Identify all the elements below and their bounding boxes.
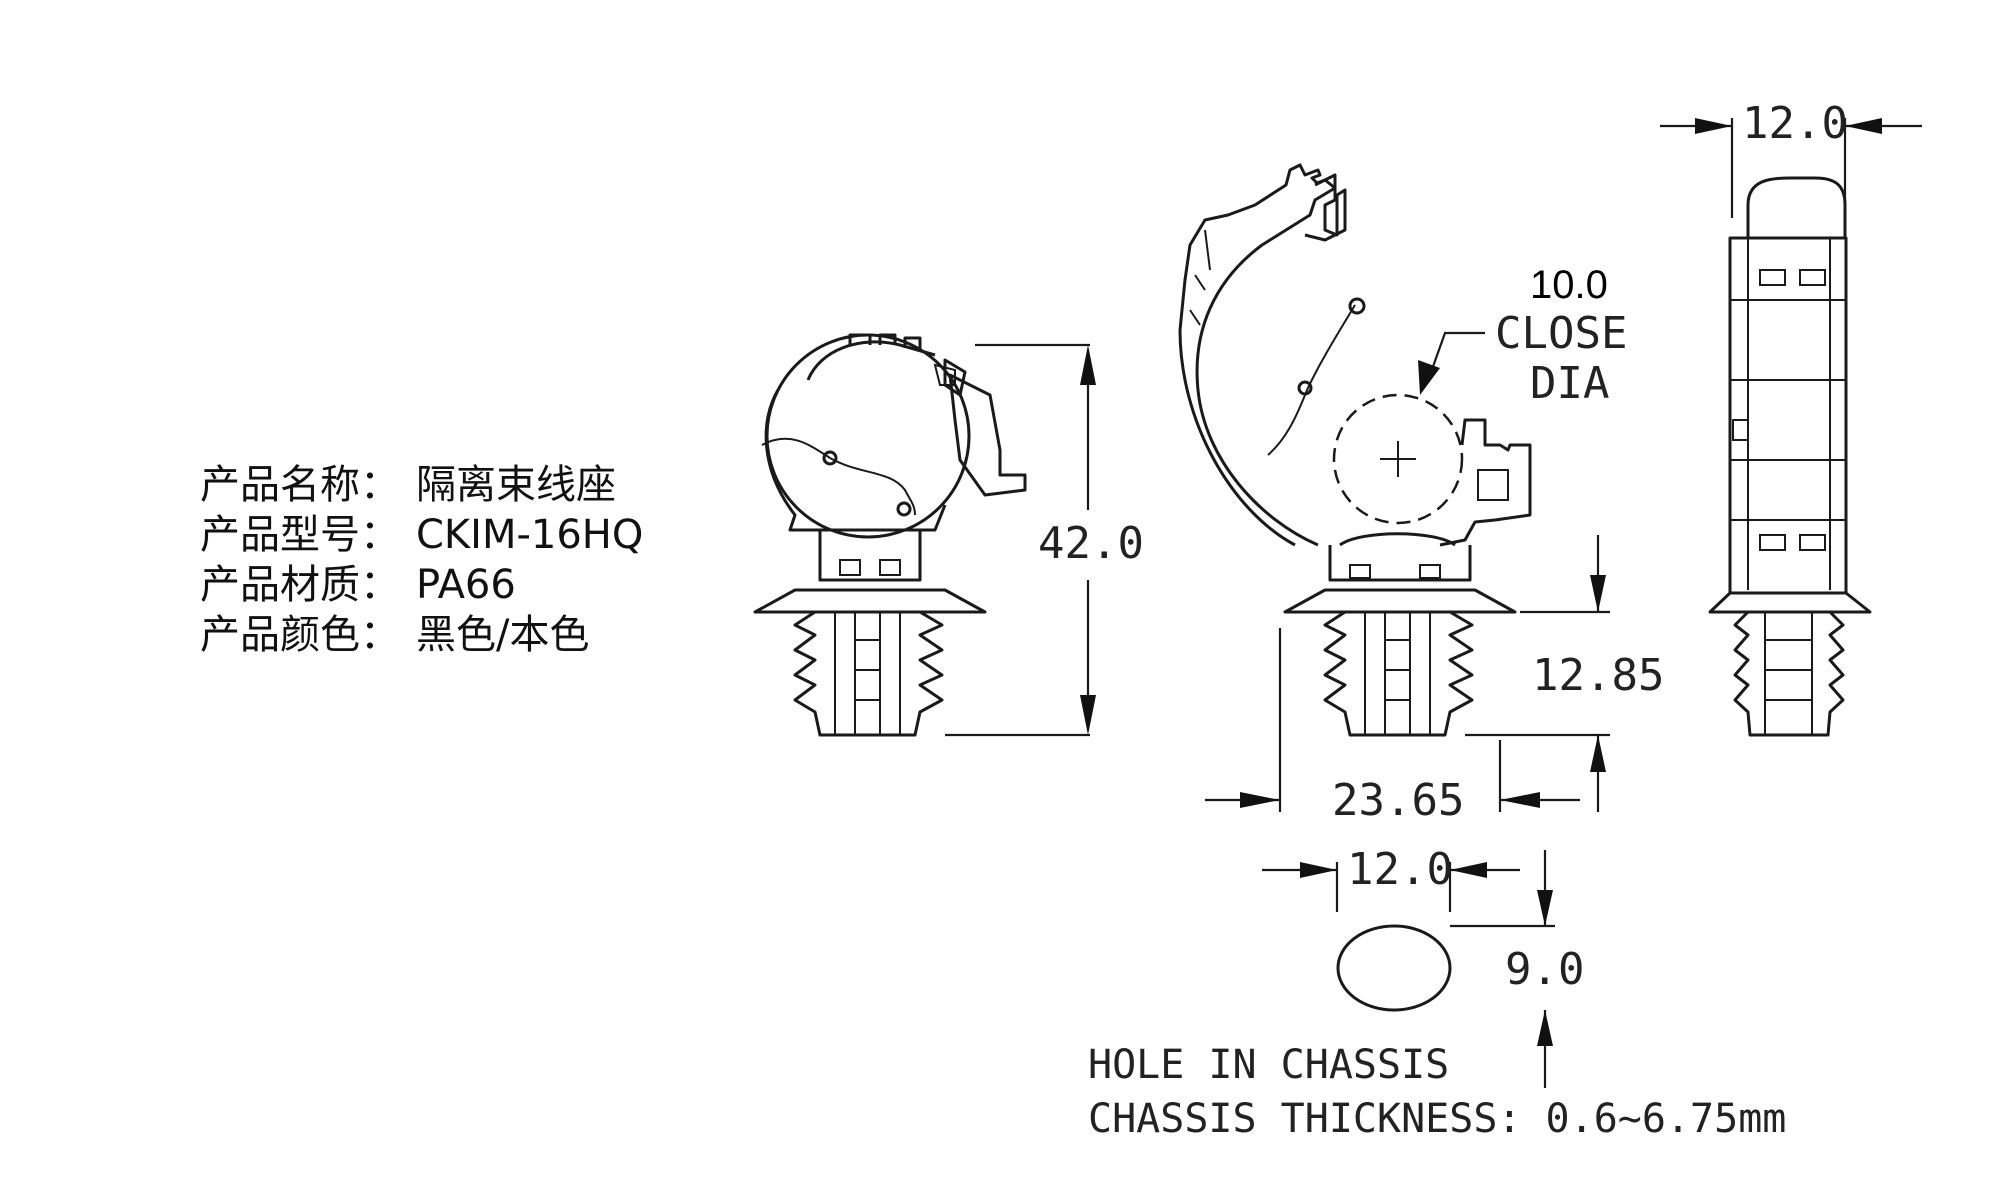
spec-value: 隔离束线座: [416, 462, 616, 508]
thickness-note: CHASSIS THICKNESS: 0.6~6.75mm: [1088, 1096, 1786, 1142]
clamp-strap: [1267, 304, 1356, 456]
clamp-top-ridges: [848, 333, 922, 350]
side-top-cap: [1746, 176, 1847, 238]
spec-label: 产品型号：: [200, 512, 400, 558]
clamp-outer-shell: [764, 389, 947, 532]
spec-row-name: 产品名称： 隔离束线座: [200, 460, 643, 510]
height-dimension: 42.0: [1038, 518, 1144, 569]
clamp-latch: [948, 373, 1027, 497]
spec-label: 产品颜色：: [200, 612, 400, 658]
hole-note: HOLE IN CHASSIS: [1088, 1042, 1449, 1088]
side-flange: [1708, 591, 1872, 614]
clamp-open-arm: [1178, 163, 1337, 547]
spec-label: 产品名称：: [200, 462, 400, 508]
hole-width-dimension: 12.0: [1347, 844, 1453, 895]
hole-view: 12.0 9.0 HOLE IN CHASSIS CHASSIS THICKNE…: [1088, 844, 1786, 1142]
side-tree-post: [1733, 610, 1845, 737]
base-height-dimension: 12.85: [1532, 650, 1664, 701]
spec-label: 产品材质：: [200, 562, 400, 608]
side-view: 12.0: [1660, 98, 1922, 737]
spec-row-material: 产品材质： PA66: [200, 560, 643, 610]
close-dia-label-line1: CLOSE: [1495, 308, 1627, 359]
spec-row-model: 产品型号： CKIM-16HQ: [200, 510, 643, 560]
open-clamp-view: 10.0 CLOSE DIA 12.85 23.65: [1178, 163, 1664, 826]
clamp-latch: [1439, 418, 1532, 547]
side-width-dimension: 12.0: [1742, 98, 1848, 149]
clamp-flange: [753, 588, 987, 614]
spec-value: CKIM-16HQ: [416, 512, 644, 558]
spec-row-color: 产品颜色： 黑色/本色: [200, 610, 643, 660]
spec-value: 黑色/本色: [416, 612, 590, 658]
clamp-strap: [761, 437, 916, 516]
spec-value: PA66: [416, 562, 516, 608]
clamp-flange: [1283, 588, 1517, 614]
clamp-neck: [818, 530, 922, 582]
hole-height-dimension: 9.0: [1505, 944, 1584, 995]
base-width-dimension: 23.65: [1332, 775, 1464, 826]
close-dia-value: 10.0: [1530, 263, 1608, 307]
clamp-tree-post: [793, 610, 944, 737]
close-diameter-circle: [1332, 393, 1464, 525]
closed-clamp-view: 42.0: [753, 333, 1144, 737]
clamp-tree-post: [1323, 610, 1474, 737]
product-spec-list: 产品名称： 隔离束线座 产品型号： CKIM-16HQ 产品材质： PA66 产…: [200, 460, 643, 660]
clamp-neck: [1328, 545, 1472, 582]
close-dia-label-line2: DIA: [1530, 358, 1609, 409]
chassis-hole: [1336, 924, 1452, 1012]
